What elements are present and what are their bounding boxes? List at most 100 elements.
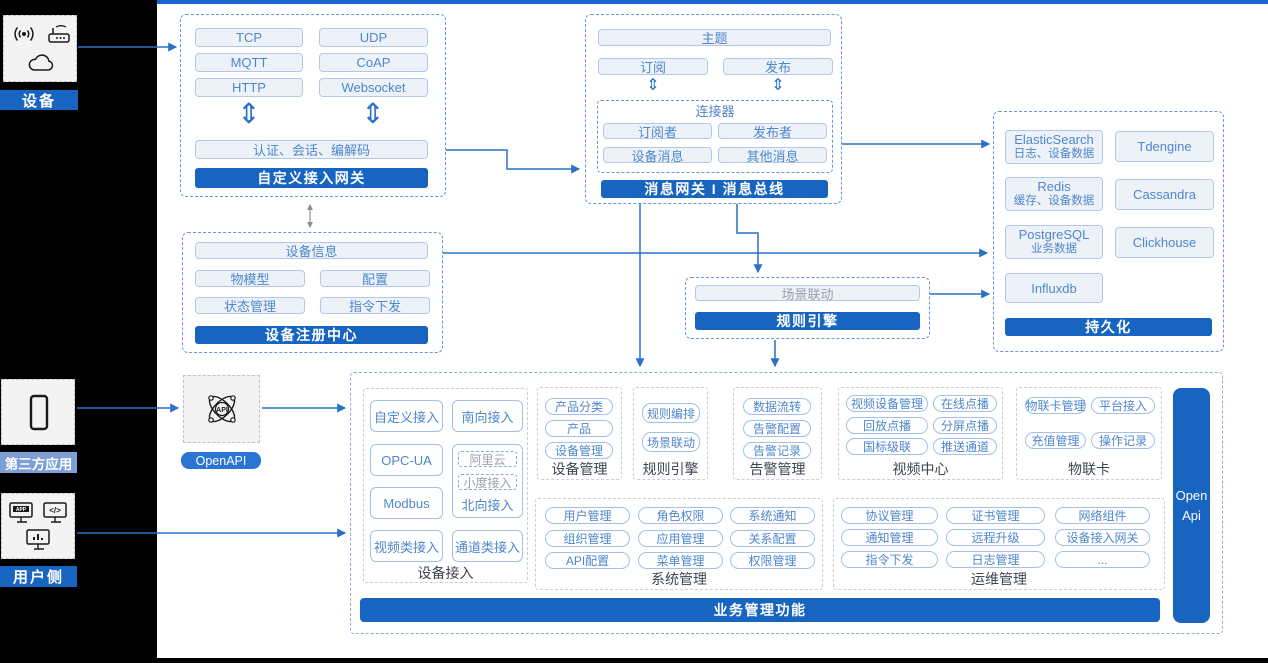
- phone-icon: [29, 394, 49, 431]
- dm-product-category: 产品分类: [545, 398, 613, 415]
- iot-card-mgmt: 物联卡管理: [1025, 397, 1086, 414]
- wireless-signal-icon: [14, 27, 34, 41]
- user-side-rail-label: 用户侧: [0, 566, 77, 587]
- registry-title-bar: 设备注册中心: [195, 326, 428, 344]
- store-name: ElasticSearch: [1014, 132, 1094, 148]
- protocol-http: HTTP: [195, 78, 303, 97]
- cloud-icon: [28, 54, 54, 71]
- access-opcua: OPC-UA: [370, 444, 443, 476]
- video-push-channel: 推送通道: [933, 438, 997, 455]
- store-name: Redis: [1037, 179, 1071, 195]
- topic-node: 主题: [598, 29, 831, 46]
- video-gb-cascade: 国标级联: [846, 438, 928, 455]
- video-online-play: 在线点播: [933, 395, 997, 412]
- openapi-icon-box: API: [183, 375, 260, 443]
- section-rule-engine: [633, 387, 708, 480]
- access-channel: 通道类接入: [452, 530, 523, 562]
- svg-text:APP: APP: [16, 507, 27, 513]
- thing-model-node: 物模型: [195, 270, 305, 287]
- connector-box: [597, 100, 833, 173]
- section-device-access: [363, 388, 528, 583]
- persistence-title-bar: 持久化: [1005, 318, 1212, 336]
- sys-menu-mgmt: 菜单管理: [638, 552, 723, 569]
- protocol-coap: CoAP: [319, 53, 428, 72]
- gateway-box: [180, 14, 446, 197]
- store-tdengine: Tdengine: [1115, 131, 1214, 162]
- sys-notice: 系统通知: [730, 507, 815, 524]
- store-influxdb: Influxdb: [1005, 273, 1103, 303]
- alarm-record: 告警记录: [743, 442, 811, 459]
- protocol-tcp: TCP: [195, 28, 303, 47]
- gateway-title-bar: 自定义接入网关: [195, 168, 428, 188]
- third-party-icon-box: [1, 379, 75, 445]
- alarm-data-flow: 数据流转: [743, 398, 811, 415]
- dm-device-mgmt: 设备管理: [545, 442, 613, 459]
- auth-session-codec-bar: 认证、会话、编解码: [195, 140, 428, 159]
- rule-box: [685, 277, 930, 339]
- store-name: PostgreSQL: [1018, 227, 1090, 243]
- third-party-rail-label: 第三方应用: [0, 452, 77, 473]
- device-info-node: 设备信息: [195, 242, 428, 259]
- sys-api-config: API配置: [545, 552, 630, 569]
- device-message-node: 设备消息: [603, 147, 712, 164]
- section-label-iot-card: 物联卡: [1068, 461, 1110, 477]
- device-icon-box: [3, 15, 77, 82]
- registry-box: [182, 232, 443, 353]
- sys-relation-config: 关系配置: [730, 530, 815, 547]
- command-issue-node: 指令下发: [320, 297, 430, 314]
- section-device-mgmt: [537, 387, 622, 480]
- iot-operation-log: 操作记录: [1091, 432, 1155, 449]
- section-iot-card: [1016, 387, 1162, 480]
- svg-text:API: API: [216, 407, 228, 414]
- store-desc: 业务数据: [1031, 242, 1077, 255]
- business-footer-bar: 业务管理功能: [360, 598, 1160, 622]
- api-atom-icon: API: [208, 395, 236, 423]
- updown-arrow-icon: ⇕: [237, 98, 261, 129]
- updown-arrow-icon: ⇕: [361, 98, 385, 129]
- dm-product: 产品: [545, 420, 613, 437]
- publish-node: 发布: [723, 58, 833, 75]
- other-message-node: 其他消息: [718, 147, 827, 164]
- ops-command-issue: 指令下发: [841, 551, 938, 568]
- sys-perm-mgmt: 权限管理: [730, 552, 815, 569]
- access-northbound-label: 北向接入: [461, 497, 514, 513]
- open-api-vertical-bar: Open Api: [1173, 388, 1210, 623]
- section-label-ops: 运维管理: [971, 571, 1027, 587]
- ops-log-mgmt: 日志管理: [946, 551, 1045, 568]
- section-alarm: [733, 387, 822, 480]
- video-playback: 回放点播: [846, 417, 928, 434]
- ops-device-gateway: 设备接入网关: [1055, 529, 1150, 546]
- sys-app-mgmt: 应用管理: [638, 530, 723, 547]
- section-label-rule-engine: 规则引擎: [642, 461, 699, 477]
- section-system: [535, 498, 823, 590]
- video-split-screen: 分屏点播: [933, 417, 997, 434]
- store-cassandra: Cassandra: [1115, 179, 1214, 210]
- openapi-label: OpenAPI: [181, 452, 261, 469]
- section-label-alarm: 告警管理: [749, 461, 806, 477]
- message-title-bar: 消息网关 I 消息总线: [601, 180, 828, 198]
- persistence-box: [993, 111, 1224, 352]
- config-node: 配置: [320, 270, 430, 287]
- access-southbound: 南向接入: [452, 400, 523, 432]
- protocol-websocket: Websocket: [319, 78, 428, 97]
- ops-remote-upgrade: 远程升级: [946, 529, 1045, 546]
- access-custom: 自定义接入: [370, 400, 443, 432]
- access-xiaodu: 小度接入: [458, 474, 517, 490]
- section-video: [838, 387, 1003, 480]
- code-monitor-icon: </>: [43, 502, 67, 523]
- updown-arrow-icon: ⇕: [771, 77, 785, 94]
- ops-network-component: 网络组件: [1055, 507, 1150, 524]
- sys-org-mgmt: 组织管理: [545, 530, 630, 547]
- re-scene-linkage: 场景联动: [642, 432, 700, 452]
- access-aliyun: 阿里云: [458, 451, 517, 467]
- ops-protocol-mgmt: 协议管理: [841, 507, 938, 524]
- business-box: [350, 372, 1223, 634]
- access-modbus: Modbus: [370, 487, 443, 519]
- scene-linkage-node: 场景联动: [695, 285, 920, 302]
- router-icon: [48, 25, 70, 43]
- ops-more: ...: [1055, 551, 1150, 568]
- top-accent-bar: [157, 0, 1268, 4]
- section-label-device-mgmt: 设备管理: [551, 461, 608, 477]
- chart-monitor-icon: [26, 529, 50, 550]
